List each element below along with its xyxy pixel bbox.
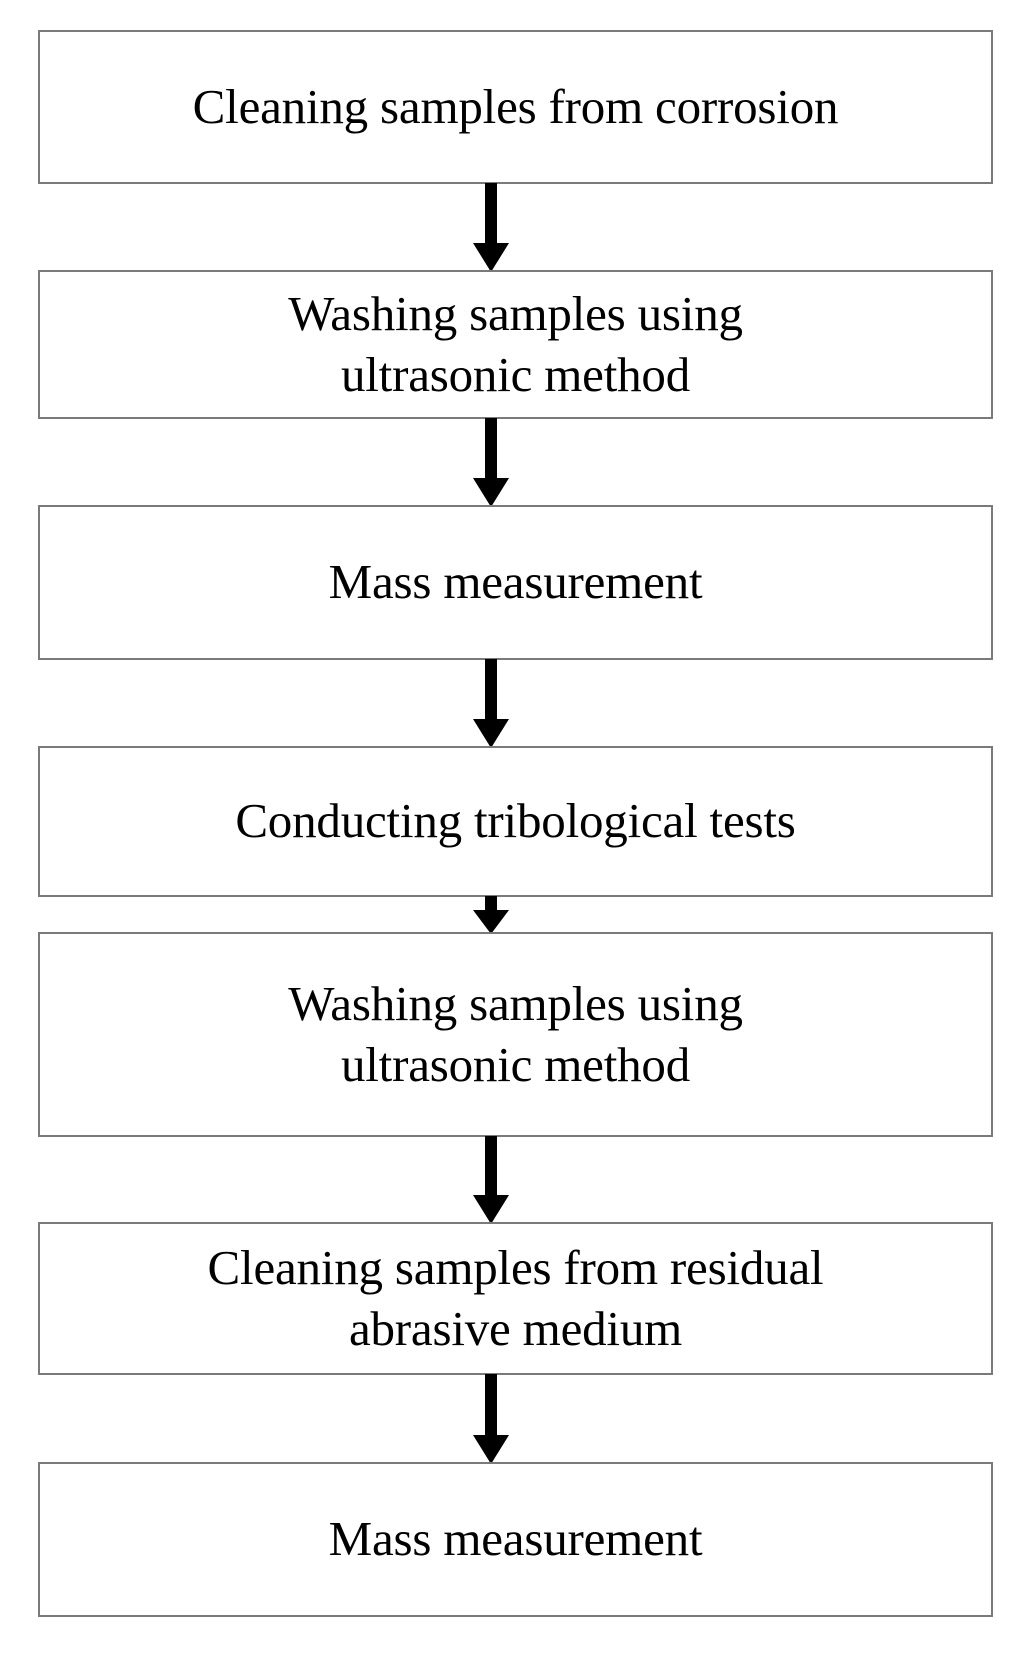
flow-arrow-2: [472, 418, 510, 507]
flow-arrow-5: [472, 1136, 510, 1224]
node-1-line-1: Cleaning samples from corrosion: [192, 78, 839, 134]
node-5-line-1: Washing samples using: [288, 975, 743, 1031]
node-5-line-2: ultrasonic method: [340, 1036, 691, 1092]
node-2-label: Washing samples using ultrasonic method: [54, 284, 977, 406]
node-7-label: Mass measurement: [54, 1509, 977, 1570]
node-4-label: Conducting tribological tests: [54, 791, 977, 852]
node-3-line-1: Mass measurement: [328, 554, 703, 610]
node-5-label: Washing samples using ultrasonic method: [54, 974, 977, 1096]
node-6-label: Cleaning samples from residual abrasive …: [54, 1238, 977, 1360]
node-2-line-2: ultrasonic method: [340, 346, 691, 402]
flowchart-node-2: Washing samples using ultrasonic method: [38, 270, 993, 419]
node-3-label: Mass measurement: [54, 552, 977, 613]
flowchart-node-5: Washing samples using ultrasonic method: [38, 932, 993, 1137]
node-6-line-2: abrasive medium: [348, 1300, 683, 1356]
flowchart-node-6: Cleaning samples from residual abrasive …: [38, 1222, 993, 1375]
flow-arrow-6: [472, 1374, 510, 1464]
flowchart-node-7: Mass measurement: [38, 1462, 993, 1617]
node-1-label: Cleaning samples from corrosion: [54, 77, 977, 138]
node-4-line-1: Conducting tribological tests: [235, 793, 796, 849]
node-7-line-1: Mass measurement: [328, 1511, 703, 1567]
flow-arrow-3: [472, 659, 510, 748]
flow-arrow-1: [472, 183, 510, 272]
node-2-line-1: Washing samples using: [288, 285, 743, 341]
flowchart-node-4: Conducting tribological tests: [38, 746, 993, 897]
flow-arrow-4: [472, 896, 510, 934]
node-6-line-1: Cleaning samples from residual: [207, 1239, 824, 1295]
flowchart-node-1: Cleaning samples from corrosion: [38, 30, 993, 184]
flowchart-node-3: Mass measurement: [38, 505, 993, 660]
